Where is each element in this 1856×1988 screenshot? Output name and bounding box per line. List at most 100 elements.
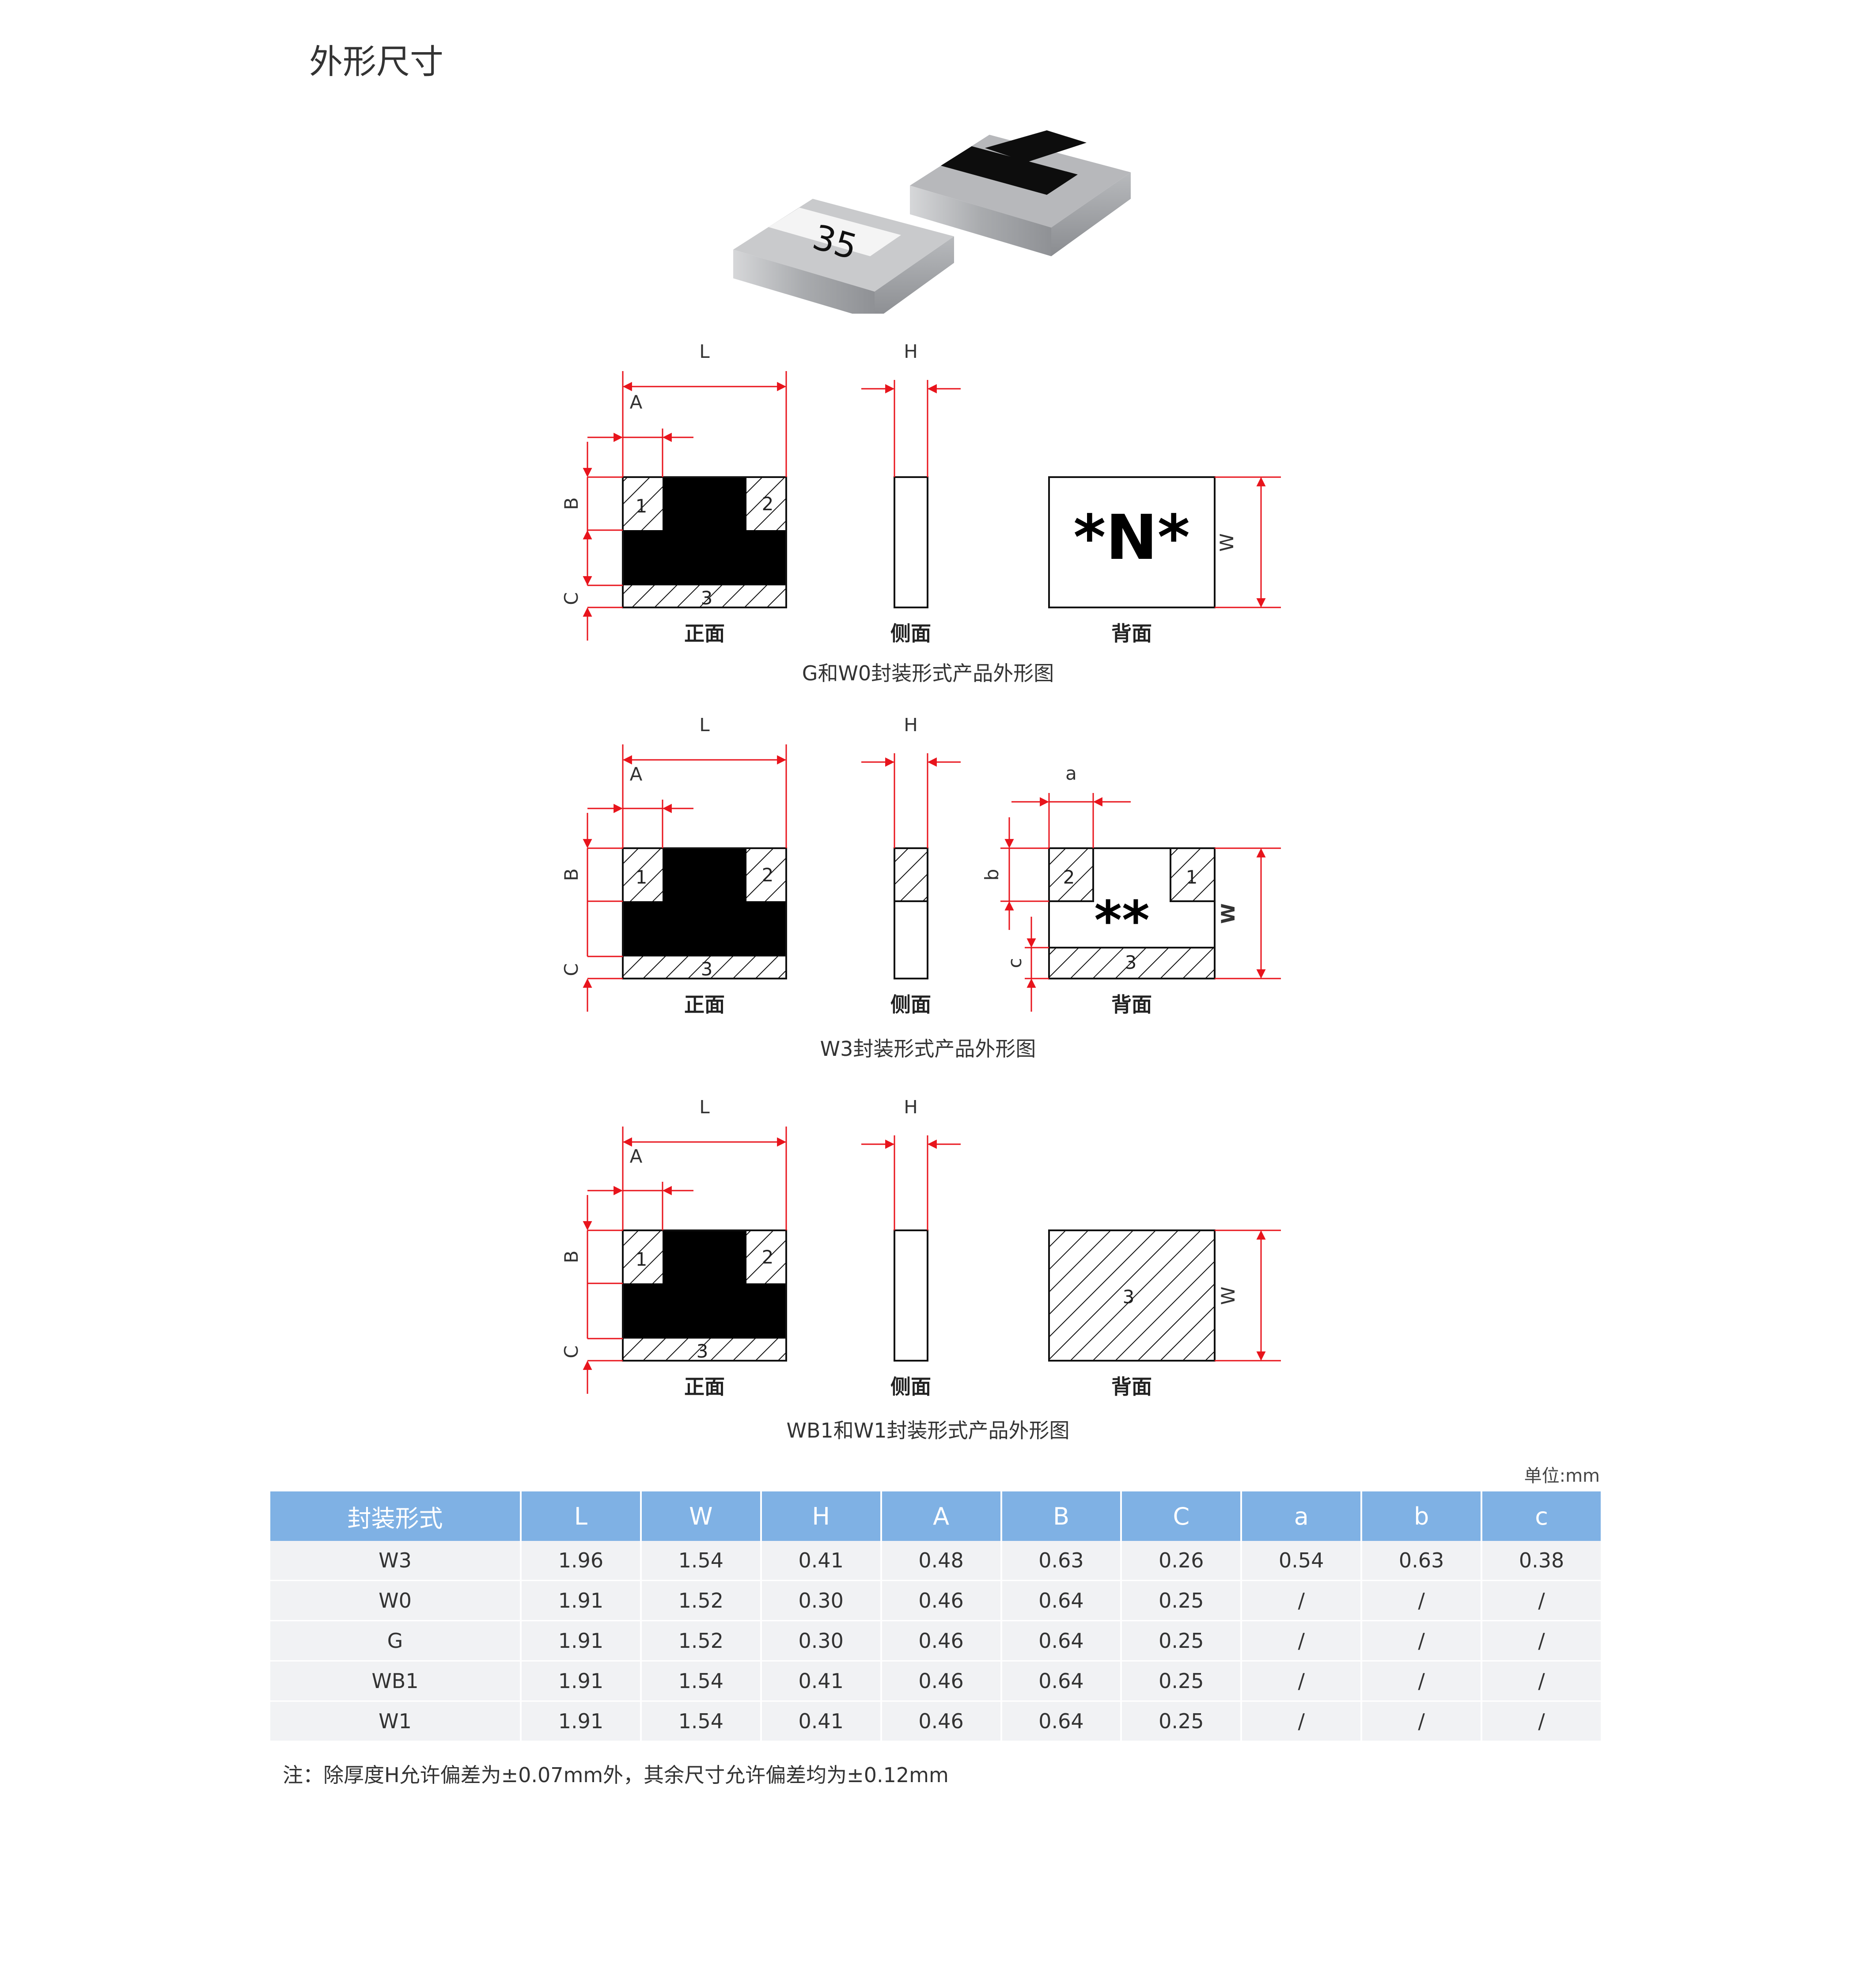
front-view: 1 2 3 L A B C 正面 bbox=[561, 718, 787, 1017]
table-cell: 0.41 bbox=[761, 1541, 880, 1581]
table-cell: 0.25 bbox=[1122, 1581, 1241, 1621]
table-header-row: 封装形式 L W H A B C a b c bbox=[270, 1491, 1601, 1541]
table-cell: / bbox=[1242, 1662, 1361, 1702]
table-cell: 1.54 bbox=[641, 1662, 760, 1702]
dim-A: A bbox=[630, 763, 643, 785]
table-row: W0 1.91 1.52 0.30 0.46 0.64 0.25 / / / bbox=[270, 1581, 1601, 1621]
dim-B: B bbox=[561, 1251, 582, 1263]
label-side: 侧面 bbox=[890, 993, 931, 1017]
back-view: 3 W 背面 bbox=[1048, 1229, 1281, 1399]
label-side: 侧面 bbox=[890, 1375, 931, 1399]
pad-2: 2 bbox=[762, 1246, 774, 1268]
pad-1: 1 bbox=[636, 866, 648, 888]
table-row: G 1.91 1.52 0.30 0.46 0.64 0.25 / / / bbox=[270, 1621, 1601, 1662]
label-back: 背面 bbox=[1111, 993, 1152, 1017]
table-cell: 0.46 bbox=[882, 1662, 1000, 1702]
dim-A: A bbox=[630, 1146, 643, 1167]
side-view: H 侧面 bbox=[861, 341, 961, 645]
dim-L: L bbox=[699, 341, 710, 362]
table-cell: 0.26 bbox=[1122, 1541, 1241, 1581]
table-header: B bbox=[1002, 1491, 1121, 1541]
dim-H: H bbox=[904, 718, 918, 736]
dim-H: H bbox=[904, 1100, 918, 1118]
dim-B: B bbox=[561, 497, 582, 510]
table-cell: 0.25 bbox=[1122, 1621, 1241, 1662]
table-cell: 0.41 bbox=[761, 1662, 880, 1702]
table-cell: 1.96 bbox=[521, 1541, 640, 1581]
dim-b: b bbox=[981, 869, 1003, 881]
table-header: 封装形式 bbox=[270, 1491, 520, 1541]
side-view: H 侧面 bbox=[861, 718, 961, 1017]
dim-C: C bbox=[561, 963, 582, 976]
table-cell: W3 bbox=[270, 1541, 520, 1581]
table-header: a bbox=[1242, 1491, 1361, 1541]
table-cell: W0 bbox=[270, 1581, 520, 1621]
table-cell: 0.30 bbox=[761, 1621, 880, 1662]
chip-front: 35 bbox=[733, 199, 954, 314]
dim-L: L bbox=[699, 718, 710, 736]
marking-double-star: ** bbox=[1094, 890, 1150, 952]
pad-3: 3 bbox=[701, 587, 713, 609]
table-cell: / bbox=[1482, 1621, 1601, 1662]
label-back: 背面 bbox=[1111, 622, 1152, 645]
table-row: W3 1.96 1.54 0.41 0.48 0.63 0.26 0.54 0.… bbox=[270, 1541, 1601, 1581]
unit-label: 单位:mm bbox=[1524, 1466, 1600, 1486]
dim-L: L bbox=[699, 1100, 710, 1118]
table-cell: 0.46 bbox=[882, 1702, 1000, 1742]
table-cell: 1.54 bbox=[641, 1702, 760, 1742]
table-cell: W1 bbox=[270, 1702, 520, 1742]
chip-back bbox=[910, 130, 1131, 256]
marking-n: *N* bbox=[1073, 502, 1190, 574]
table-row: W1 1.91 1.54 0.41 0.46 0.64 0.25 / / / bbox=[270, 1702, 1601, 1742]
table-cell: 0.64 bbox=[1002, 1662, 1121, 1702]
table-cell: 0.41 bbox=[761, 1702, 880, 1742]
table-header: H bbox=[761, 1491, 880, 1541]
table-cell: 0.54 bbox=[1242, 1541, 1361, 1581]
table-cell: 0.25 bbox=[1122, 1702, 1241, 1742]
label-front: 正面 bbox=[684, 993, 725, 1017]
table-row: WB1 1.91 1.54 0.41 0.46 0.64 0.25 / / / bbox=[270, 1662, 1601, 1702]
table-cell: 1.54 bbox=[641, 1541, 760, 1581]
table-cell: 0.46 bbox=[882, 1621, 1000, 1662]
diagram-w3: 1 2 3 L A B C 正面 H 侧面 2 bbox=[561, 718, 1281, 1017]
page-title: 外形尺寸 bbox=[309, 42, 443, 81]
table-cell: WB1 bbox=[270, 1662, 520, 1702]
table-cell: 0.64 bbox=[1002, 1581, 1121, 1621]
table-cell: / bbox=[1242, 1702, 1361, 1742]
table-cell: / bbox=[1482, 1662, 1601, 1702]
pad-2: 2 bbox=[762, 864, 774, 886]
caption-fig2: W3封装形式产品外形图 bbox=[820, 1037, 1036, 1061]
table-cell: 0.63 bbox=[1362, 1541, 1481, 1581]
table-header: C bbox=[1122, 1491, 1241, 1541]
table-cell: 1.91 bbox=[521, 1621, 640, 1662]
table-cell: / bbox=[1482, 1581, 1601, 1621]
dim-C: C bbox=[561, 1345, 582, 1358]
pad-3: 3 bbox=[697, 1340, 708, 1362]
dimension-table: 封装形式 L W H A B C a b c W3 1.96 1.54 0.41… bbox=[269, 1491, 1602, 1742]
diagram-g-w0: 1 2 3 L A B C 正面 H 侧面 bbox=[561, 341, 1281, 645]
dim-B: B bbox=[561, 869, 582, 881]
table-cell: 1.52 bbox=[641, 1581, 760, 1621]
dim-W: W bbox=[1216, 533, 1238, 552]
table-cell: 0.63 bbox=[1002, 1541, 1121, 1581]
caption-fig3: WB1和W1封装形式产品外形图 bbox=[786, 1419, 1070, 1442]
table-cell: / bbox=[1362, 1702, 1481, 1742]
pad-2: 2 bbox=[1063, 866, 1075, 888]
table-header: A bbox=[882, 1491, 1000, 1541]
table-cell: / bbox=[1362, 1621, 1481, 1662]
table-cell: / bbox=[1242, 1581, 1361, 1621]
tolerance-note: 注：除厚度H允许偏差为±0.07mm外，其余尺寸允许偏差均为±0.12mm bbox=[283, 1763, 949, 1787]
table-cell: 0.30 bbox=[761, 1581, 880, 1621]
label-back: 背面 bbox=[1111, 1375, 1152, 1399]
dim-H: H bbox=[904, 341, 918, 362]
pad-3: 3 bbox=[1123, 1286, 1135, 1308]
table-header: L bbox=[521, 1491, 640, 1541]
table-cell: / bbox=[1482, 1702, 1601, 1742]
table-cell: 1.91 bbox=[521, 1581, 640, 1621]
pad-1: 1 bbox=[636, 495, 648, 517]
pad-2: 2 bbox=[762, 493, 774, 515]
dim-W: W bbox=[1217, 1286, 1239, 1305]
table-cell: 0.38 bbox=[1482, 1541, 1601, 1581]
table-cell: 1.91 bbox=[521, 1702, 640, 1742]
table-cell: 1.52 bbox=[641, 1621, 760, 1662]
